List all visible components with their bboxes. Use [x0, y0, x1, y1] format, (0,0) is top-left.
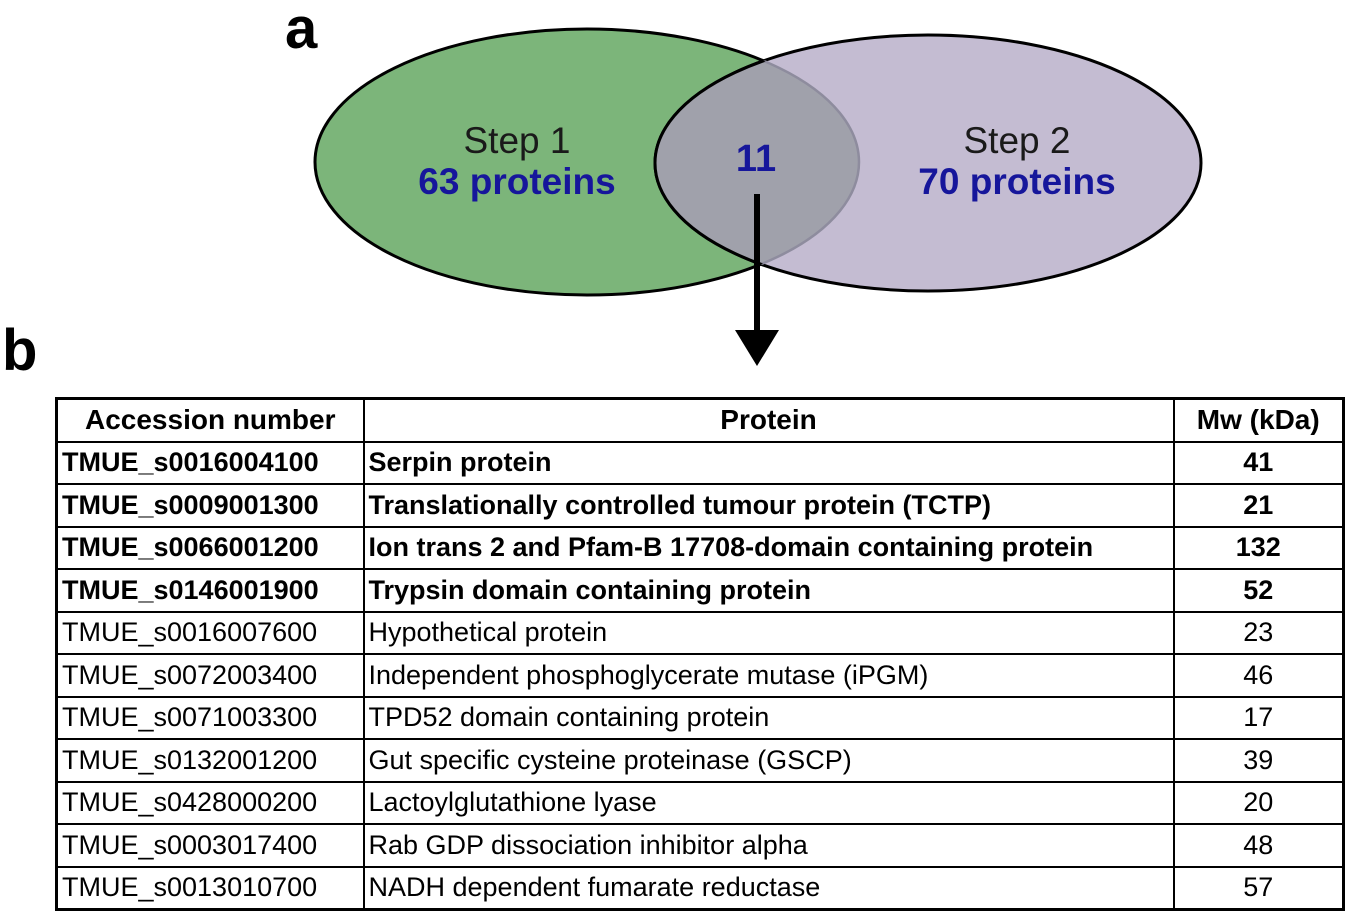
venn-left-title: Step 1	[464, 120, 571, 161]
table-row: TMUE_s0013010700 NADH dependent fumarate…	[55, 865, 1345, 911]
accession-cell: TMUE_s0072003400	[55, 653, 365, 698]
protein-table: Accession number Protein Mw (kDa) TMUE_s…	[55, 397, 1345, 911]
protein-cell: Independent phosphoglycerate mutase (iPG…	[362, 653, 1175, 698]
table-row: TMUE_s0016004100 Serpin protein 41	[55, 440, 1345, 485]
protein-cell: NADH dependent fumarate reductase	[362, 865, 1175, 911]
panel-b-label: b	[2, 318, 38, 383]
accession-cell: TMUE_s0016004100	[55, 440, 365, 485]
panel-a-label: a	[285, 0, 318, 61]
venn-diagram: Step 1 63 proteins Step 2 70 proteins 11	[313, 27, 1203, 366]
protein-cell: Gut specific cysteine proteinase (GSCP)	[362, 738, 1175, 783]
table-row: TMUE_s0072003400 Independent phosphoglyc…	[55, 653, 1345, 698]
protein-cell: Translationally controlled tumour protei…	[362, 483, 1175, 528]
accession-cell: TMUE_s0016007600	[55, 610, 365, 655]
venn-right-title: Step 2	[964, 120, 1071, 161]
table-row: TMUE_s0066001200 Ion trans 2 and Pfam-B …	[55, 525, 1345, 570]
protein-cell: Ion trans 2 and Pfam-B 17708-domain cont…	[362, 525, 1175, 570]
protein-cell: Lactoylglutathione lyase	[362, 780, 1175, 825]
venn-right-edge-overlay	[653, 33, 859, 293]
mw-cell: 46	[1172, 653, 1345, 698]
accession-cell: TMUE_s0428000200	[55, 780, 365, 825]
protein-cell: Rab GDP dissociation inhibitor alpha	[362, 823, 1175, 868]
mw-cell: 17	[1172, 695, 1345, 740]
header-mw: Mw (kDa)	[1172, 397, 1345, 443]
mw-cell: 23	[1172, 610, 1345, 655]
venn-left-edge-faint	[655, 35, 861, 291]
mw-cell: 48	[1172, 823, 1345, 868]
mw-cell: 39	[1172, 738, 1345, 783]
mw-cell: 21	[1172, 483, 1345, 528]
accession-cell: TMUE_s0071003300	[55, 695, 365, 740]
table-row: TMUE_s0146001900 Trypsin domain containi…	[55, 568, 1345, 613]
mw-cell: 132	[1172, 525, 1345, 570]
table-row: TMUE_s0071003300 TPD52 domain containing…	[55, 695, 1345, 740]
mw-cell: 41	[1172, 440, 1345, 485]
accession-cell: TMUE_s0132001200	[55, 738, 365, 783]
table-row: TMUE_s0009001300 Translationally control…	[55, 483, 1345, 528]
table-row: TMUE_s0428000200 Lactoylglutathione lyas…	[55, 780, 1345, 825]
mw-cell: 57	[1172, 865, 1345, 911]
mw-cell: 20	[1172, 780, 1345, 825]
accession-cell: TMUE_s0013010700	[55, 865, 365, 911]
accession-cell: TMUE_s0009001300	[55, 483, 365, 528]
table-row: TMUE_s0003017400 Rab GDP dissociation in…	[55, 823, 1345, 868]
protein-cell: Hypothetical protein	[362, 610, 1175, 655]
accession-cell: TMUE_s0066001200	[55, 525, 365, 570]
venn-right-count: 70 proteins	[918, 161, 1115, 202]
venn-overlap-region	[655, 35, 859, 291]
venn-overlap-count: 11	[736, 138, 776, 180]
venn-left-count: 63 proteins	[418, 161, 615, 202]
table-row: TMUE_s0016007600 Hypothetical protein 23	[55, 610, 1345, 655]
protein-cell: Serpin protein	[362, 440, 1175, 485]
header-accession: Accession number	[55, 397, 365, 443]
header-protein: Protein	[362, 397, 1175, 443]
mw-cell: 52	[1172, 568, 1345, 613]
protein-cell: Trypsin domain containing protein	[362, 568, 1175, 613]
table-header-row: Accession number Protein Mw (kDa)	[55, 397, 1345, 443]
table-row: TMUE_s0132001200 Gut specific cysteine p…	[55, 738, 1345, 783]
protein-cell: TPD52 domain containing protein	[362, 695, 1175, 740]
accession-cell: TMUE_s0146001900	[55, 568, 365, 613]
accession-cell: TMUE_s0003017400	[55, 823, 365, 868]
down-arrow-icon	[735, 194, 779, 366]
